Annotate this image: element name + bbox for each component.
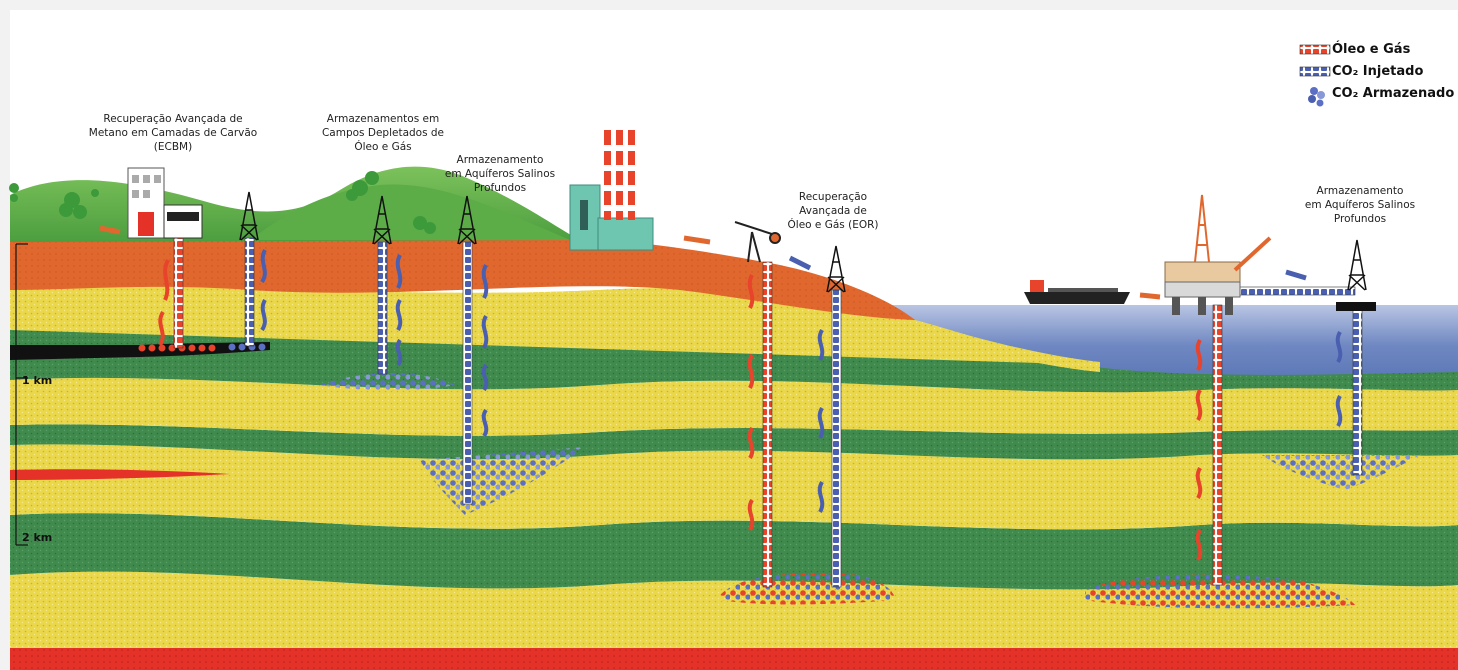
legend-item-co2-stored: CO₂ Armazenado [1298, 84, 1458, 106]
co2-injected-pipe-icon [1299, 66, 1331, 77]
top-rock-layer [10, 234, 915, 320]
ecbm-facility [127, 167, 203, 239]
depth-1km-label: 1 km [22, 374, 53, 387]
trees [9, 171, 436, 234]
eor-production-well [762, 261, 773, 588]
depth-scale [15, 243, 28, 546]
derrick-icon [239, 191, 1367, 293]
aquifer-onshore-line-3: Profundos [473, 182, 527, 194]
ecbm-injection-well [244, 237, 255, 347]
aquifer-onshore-line-1: Armazenamento [456, 154, 544, 166]
depth-2km-label: 2 km [22, 531, 53, 544]
co2-stored-bubbles-icon [1308, 87, 1325, 107]
green-layer-3 [10, 424, 1458, 460]
legend-label-oil-gas: Óleo e Gás [1332, 42, 1411, 57]
eor-label-line-1: Recuperação [798, 191, 868, 203]
offshore-oil-reservoir [1085, 574, 1355, 609]
aquifer-onshore-line-2: em Aquíferos Salinos [444, 168, 556, 180]
yellow-layer-3 [10, 377, 1458, 436]
aquifer-offshore-label: Armazenamento em Aquíferos Salinos Profu… [1295, 184, 1425, 226]
eor-label-line-3: Óleo e Gás (EOR) [787, 219, 879, 231]
aquifer-storage-onshore [420, 447, 585, 515]
aquifer-offshore-line-3: Profundos [1333, 213, 1387, 225]
depleted-label-line-2: Campos Depletados de [321, 127, 445, 139]
tanker-ship [1024, 280, 1130, 304]
ecbm-label-line-3: (ECBM) [153, 141, 193, 153]
depleted-field-well [377, 241, 388, 375]
eor-label: Recuperação Avançada de Óleo e Gás (EOR) [778, 190, 888, 232]
aquifer-storage-offshore [1262, 455, 1420, 490]
power-plant [569, 130, 654, 251]
legend-item-co2-injected: CO₂ Injetado [1298, 62, 1458, 84]
offshore-platform-base [1336, 302, 1376, 311]
ecbm-production-well [173, 237, 184, 349]
depleted-field-storage [320, 372, 455, 391]
aquifer-onshore-label: Armazenamento em Aquíferos Salinos Profu… [435, 153, 565, 195]
depleted-fields-label: Armazenamentos em Campos Depletados de Ó… [308, 112, 458, 154]
legend-item-oil-gas: Óleo e Gás [1298, 40, 1458, 62]
depleted-label-line-1: Armazenamentos em [326, 113, 440, 125]
ecbm-label: Recuperação Avançada de Metano em Camada… [68, 112, 278, 154]
aquifer-offshore-line-1: Armazenamento [1316, 185, 1404, 197]
yellow-layer-4 [10, 444, 1458, 530]
oil-gas-pipe-icon [1299, 44, 1331, 55]
ecbm-label-line-1: Recuperação Avançada de [103, 113, 243, 125]
legend: Óleo e Gás CO₂ Injetado CO₂ Armazenado [1298, 40, 1458, 106]
depleted-label-line-3: Óleo e Gás [354, 141, 412, 153]
eor-injection-well [831, 289, 842, 588]
green-hill-center [250, 184, 570, 240]
ecbm-label-line-2: Metano em Camadas de Carvão [88, 127, 258, 139]
magma-layer [10, 648, 1458, 670]
legend-label-co2-injected: CO₂ Injetado [1332, 64, 1424, 79]
offshore-injection-well [1352, 304, 1363, 476]
legend-label-co2-stored: CO₂ Armazenado [1332, 86, 1455, 101]
offshore-co2-pipeline [1239, 286, 1356, 296]
offshore-production-well [1212, 304, 1223, 586]
legend-swatches [1299, 44, 1331, 107]
aquifer-onshore-well [462, 241, 473, 505]
oil-lens [10, 469, 230, 480]
aquifer-offshore-line-2: em Aquíferos Salinos [1304, 199, 1416, 211]
flow-arrows [99, 225, 1343, 562]
offshore-rig [1164, 194, 1272, 315]
green-layer-4 [10, 513, 1458, 590]
pumpjack [734, 221, 781, 263]
eor-label-line-2: Avançada de [799, 205, 867, 217]
